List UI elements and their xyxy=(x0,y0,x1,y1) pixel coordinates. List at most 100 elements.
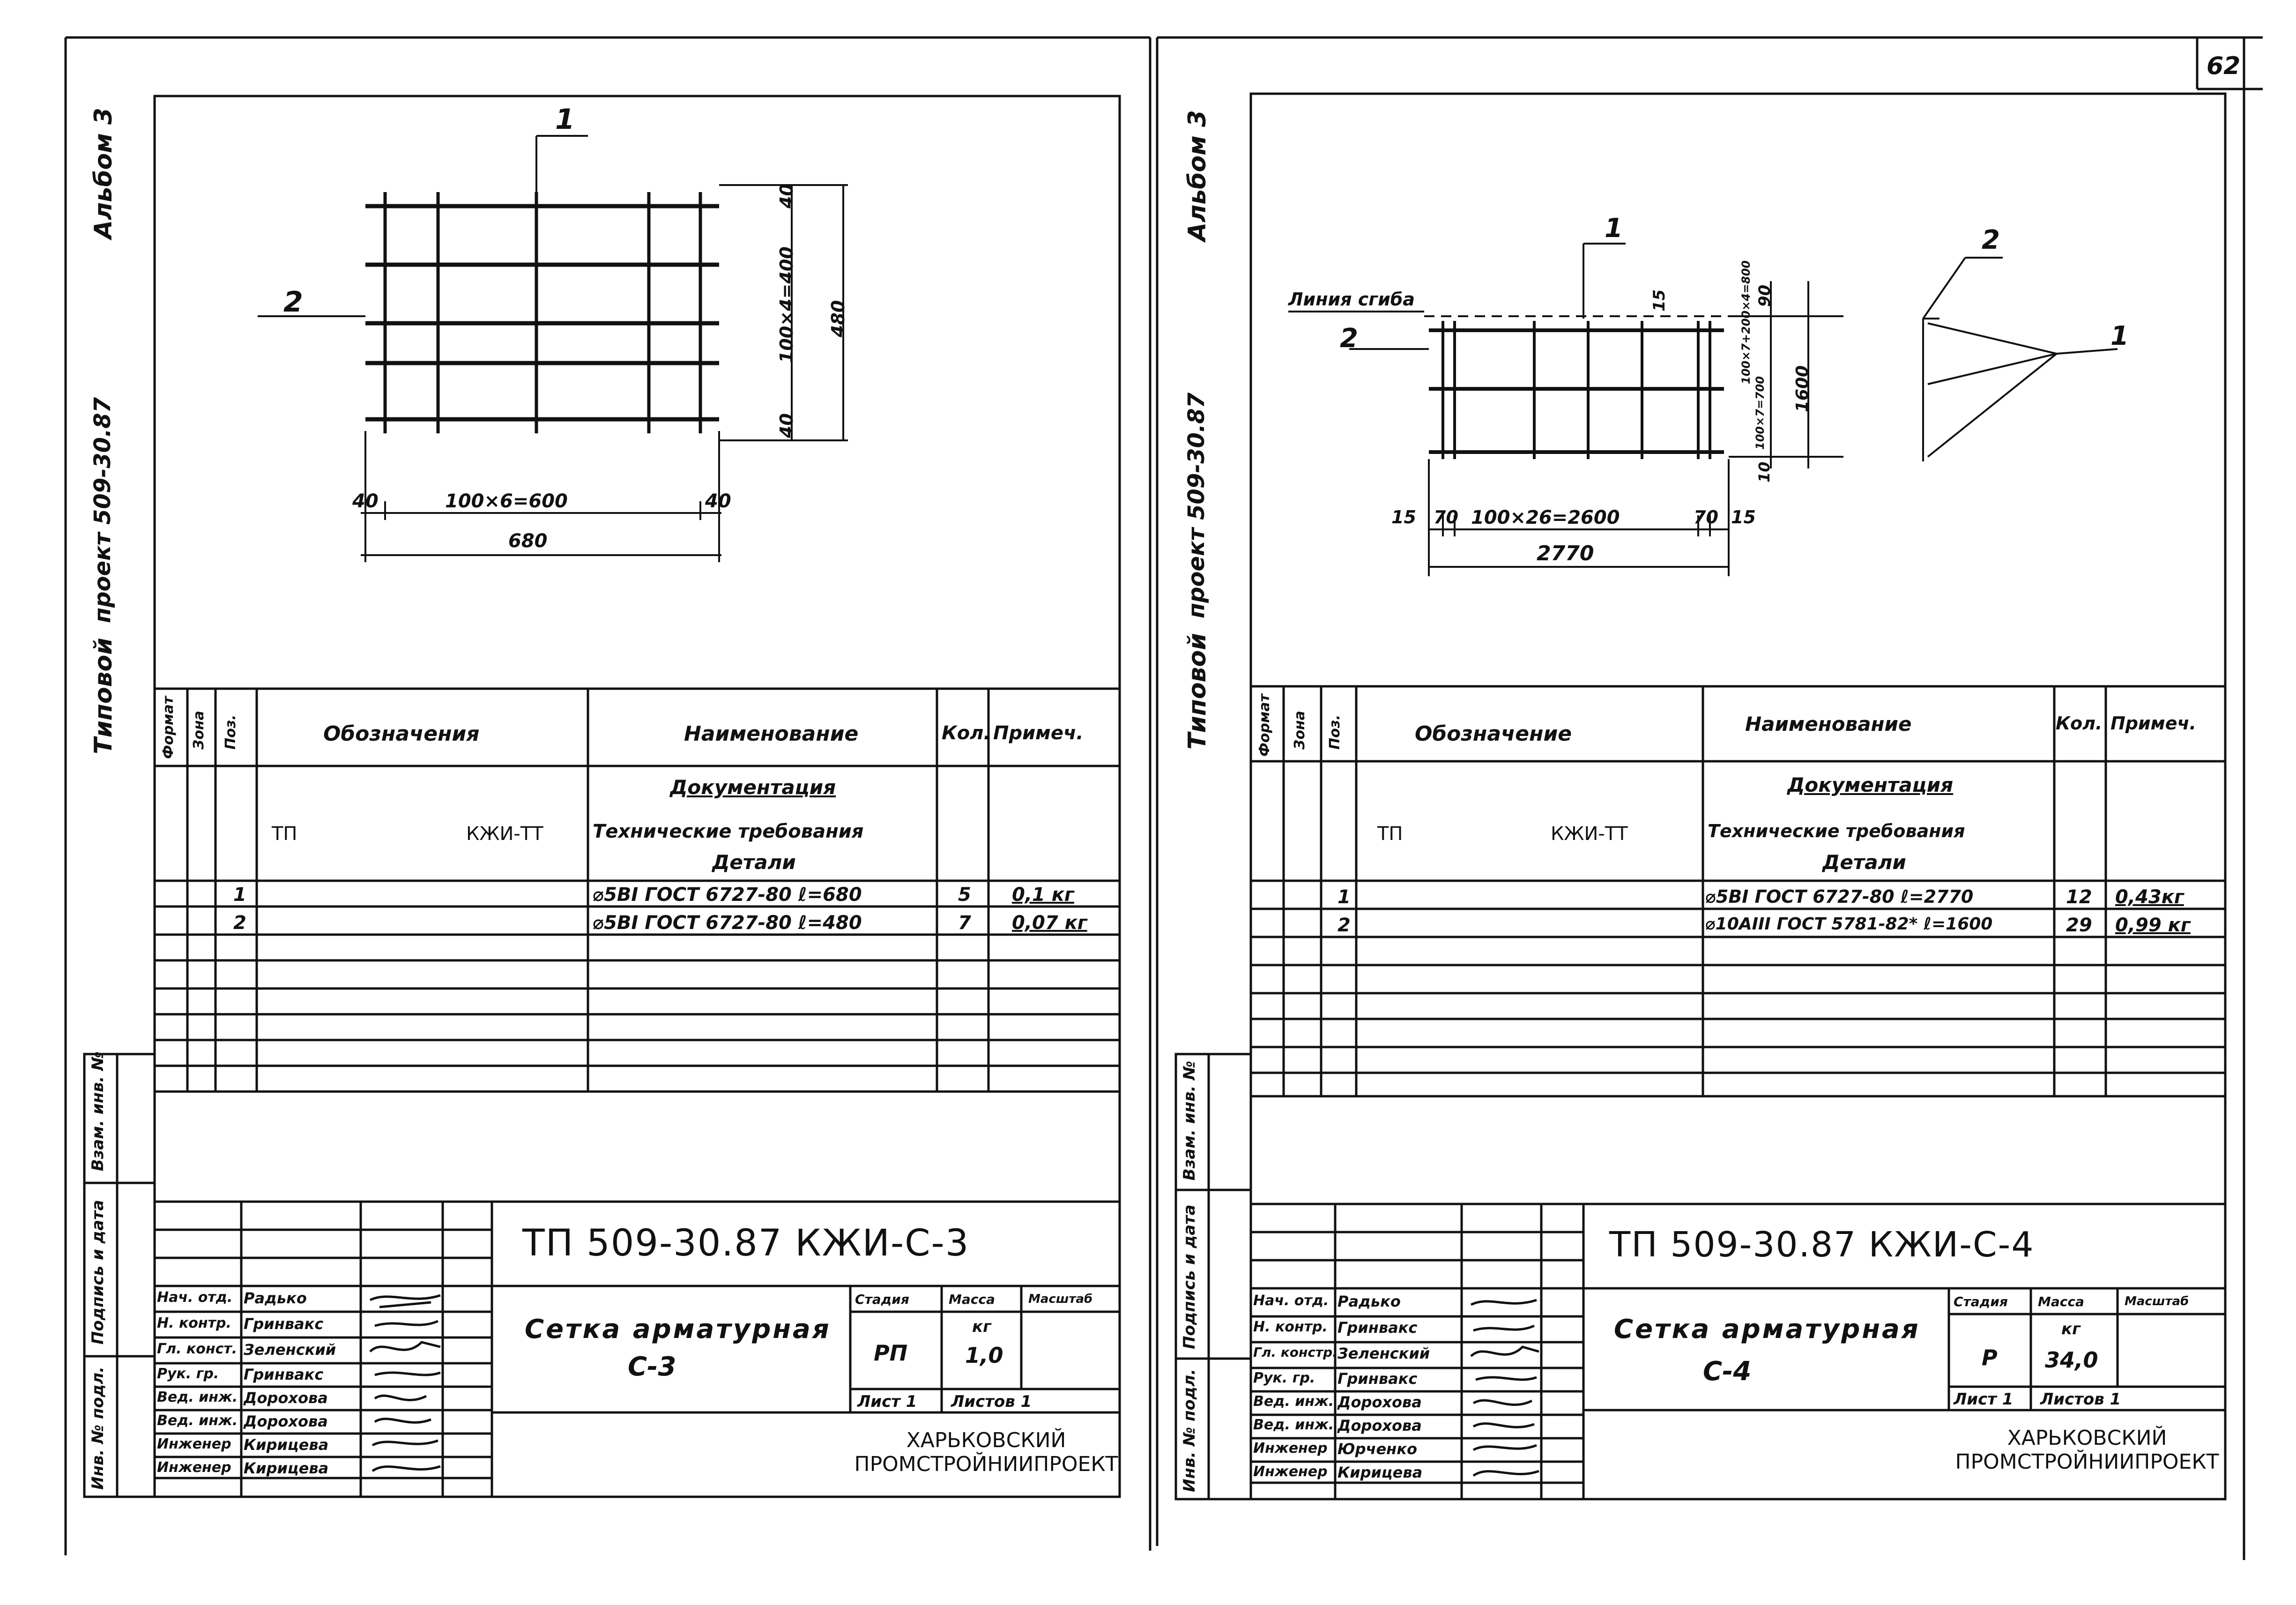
staff-role: Рук. гр. xyxy=(1253,1370,1315,1386)
stage-value: РП xyxy=(874,1340,908,1366)
staff-role: Инженер xyxy=(157,1459,231,1476)
col-name-header: Наименование xyxy=(1745,713,1912,736)
row2-name: ⌀10АIII ГОСТ 5781-82* ℓ=1600 xyxy=(1705,914,1993,934)
staff-role: Инженер xyxy=(157,1436,231,1452)
dim-horizontal-main: 100×26=2600 xyxy=(1471,507,1620,528)
dim-horizontal-total: 2770 xyxy=(1537,542,1594,565)
stamp-inv-vzam: Взам. инв. № xyxy=(1180,1061,1199,1181)
mass-unit: кг xyxy=(2061,1320,2081,1338)
staff-role: Вед. инж. xyxy=(1253,1417,1334,1433)
org-line-1: ХАРЬКОВСКИЙ xyxy=(906,1428,1066,1452)
dim-horizontal-total: 680 xyxy=(508,530,548,552)
row2-qty: 7 xyxy=(958,912,971,934)
col-name-header: Наименование xyxy=(684,722,859,746)
org-line-2: ПРОМСТРОЙНИИПРОЕКТ xyxy=(1955,1449,2219,1474)
stage-value: Р xyxy=(1982,1345,1998,1370)
stamp-sign-date: Подпись и дата xyxy=(1180,1204,1199,1349)
sheet-label: Лист 1 xyxy=(857,1392,917,1411)
staff-role: Инженер xyxy=(1253,1464,1328,1480)
stage-label: Стадия xyxy=(1954,1294,2008,1309)
stage-label: Стадия xyxy=(855,1292,909,1307)
dim-horizontal-main: 100×6=600 xyxy=(445,490,568,512)
signatures xyxy=(1470,1299,1539,1477)
dim-vertical-total: 480 xyxy=(828,300,848,337)
row1-name: ⌀5ВI ГОСТ 6727-80 ℓ=680 xyxy=(593,884,862,906)
row1-note: 0,1 кг xyxy=(1012,884,1074,906)
col-designation-header: Обозначения xyxy=(323,722,480,746)
page-number: 62 xyxy=(2207,52,2241,80)
org-line-2: ПРОМСТРОЙНИИПРОЕКТ xyxy=(854,1452,1118,1476)
dim-vertical-sub: 100×7=700 xyxy=(1754,376,1767,450)
staff-role: Нач. отд. xyxy=(1253,1293,1329,1309)
staff-role: Гл. констр. xyxy=(1253,1345,1337,1360)
doc-code: КЖИ-ТТ xyxy=(466,823,543,845)
position-1-label: 1 xyxy=(1605,213,1623,244)
staff-role: Гл. конст. xyxy=(157,1341,238,1357)
row2-note: 0,07 кг xyxy=(1012,912,1087,934)
staff-name: Радько xyxy=(1337,1293,1401,1310)
mass-label: Масса xyxy=(2038,1294,2084,1309)
staff-name: Гринвакс xyxy=(1337,1370,1418,1388)
dim-vertical-main: 100×7+200×4=800 xyxy=(1739,260,1753,384)
mesh-c3-drawing xyxy=(258,135,848,562)
right-sheet: Альбом 3 проект 509-30.87 Типовой Взам. … xyxy=(1152,0,2296,1605)
dim-40-top: 40 xyxy=(776,184,797,208)
doc-name: Технические требования xyxy=(593,821,864,842)
col-note-header: Примеч. xyxy=(2110,713,2196,734)
item-code: С-3 xyxy=(628,1352,676,1382)
left-frame-lines xyxy=(83,95,1121,1498)
mass-value: 1,0 xyxy=(965,1343,1003,1368)
row1-pos: 1 xyxy=(233,884,246,906)
staff-name: Зеленский xyxy=(1337,1345,1430,1362)
staff-name: Кирицева xyxy=(1337,1464,1423,1481)
dim-40-bottom: 40 xyxy=(776,413,797,438)
dim-vertical-main: 100×4=400 xyxy=(776,246,797,363)
organization-name: ХАРЬКОВСКИЙ ПРОМСТРОЙНИИПРОЕКТ xyxy=(1949,1426,2225,1474)
col-designation-header: Обозначение xyxy=(1415,722,1572,746)
staff-name: Радько xyxy=(244,1289,307,1307)
col-note-header: Примеч. xyxy=(993,722,1084,744)
dim-40-left: 40 xyxy=(352,490,379,512)
section-documentation: Документация xyxy=(670,776,836,799)
sheets-label: Листов 1 xyxy=(951,1392,1032,1411)
dim-40-right: 40 xyxy=(705,490,731,512)
scale-label: Масштаб xyxy=(2125,1294,2189,1308)
signatures xyxy=(369,1294,441,1472)
staff-role: Вед. инж. xyxy=(1253,1393,1334,1410)
side-label-album: Альбом 3 xyxy=(1183,110,1211,241)
stamp-inv-orig: Инв. № подл. xyxy=(1180,1368,1199,1492)
row2-note: 0,99 кг xyxy=(2115,914,2191,936)
staff-role: Рук. гр. xyxy=(157,1366,219,1382)
dim-70-right: 70 xyxy=(1694,507,1718,528)
staff-name: Дорохова xyxy=(244,1412,328,1430)
mass-label: Масса xyxy=(949,1292,995,1307)
stamp-inv-orig: Инв. № подл. xyxy=(89,1366,107,1490)
doc-tp: ТП xyxy=(272,823,297,845)
row2-pos: 2 xyxy=(233,912,246,934)
staff-name: Зеленский xyxy=(244,1341,336,1359)
side-view-position-2: 2 xyxy=(1982,225,2000,255)
dim-10: 10 xyxy=(1755,461,1773,483)
side-label-project: проект 509-30.87 xyxy=(1183,392,1210,618)
bend-line-label: Линия сгиба xyxy=(1288,289,1415,310)
drawing-code: ТП 509-30.87 КЖИ-С-4 xyxy=(1609,1225,2035,1265)
section-parts: Детали xyxy=(1822,851,1906,874)
sheets-label: Листов 1 xyxy=(2040,1390,2121,1409)
staff-role: Инженер xyxy=(1253,1440,1328,1456)
staff-name: Гринвакс xyxy=(244,1315,324,1333)
doc-tp: ТП xyxy=(1377,823,1403,845)
dim-15-left: 15 xyxy=(1391,507,1416,528)
row2-name: ⌀5ВI ГОСТ 6727-80 ℓ=480 xyxy=(593,912,862,934)
section-documentation: Документация xyxy=(1787,773,1954,796)
staff-name: Гринвакс xyxy=(1337,1319,1418,1337)
item-name: Сетка арматурная xyxy=(525,1314,831,1345)
position-2-label: 2 xyxy=(1340,323,1358,354)
mass-unit: кг xyxy=(972,1317,991,1336)
dim-70-left: 70 xyxy=(1434,507,1458,528)
col-qty-header: Кол. xyxy=(942,722,991,744)
staff-name: Гринвакс xyxy=(244,1366,324,1383)
row2-qty: 29 xyxy=(2066,914,2092,936)
mass-value: 34,0 xyxy=(2045,1347,2098,1373)
section-parts: Детали xyxy=(712,851,796,874)
